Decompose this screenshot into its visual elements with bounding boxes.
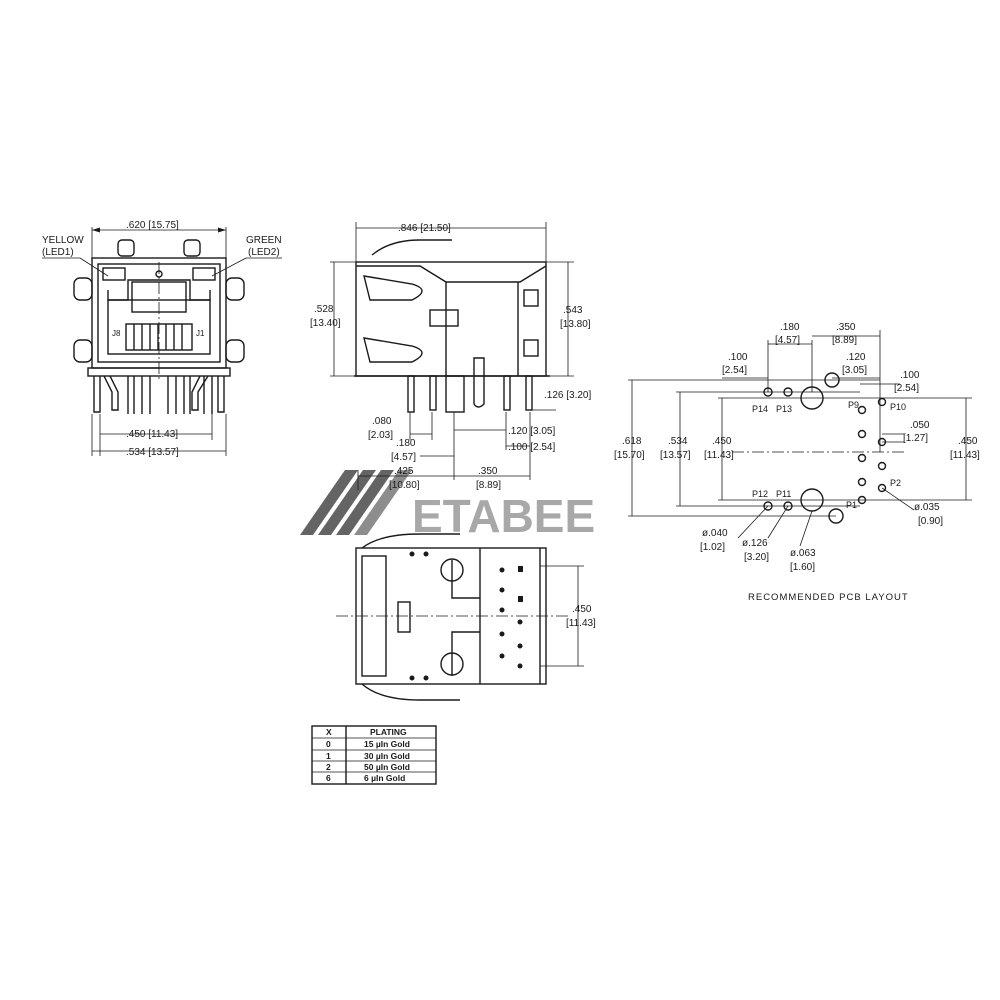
- front-view: .620 [15.75] YELLOW (LED1) GREEN (LED2): [42, 220, 282, 458]
- pcb-dia126-in: ø.126: [742, 538, 768, 549]
- side-height-left-mm: [13.40]: [310, 318, 341, 329]
- table-cell: 15 µIn Gold: [364, 739, 410, 749]
- side-dim-180-in: .180: [396, 438, 416, 449]
- side-dim-180-mm: [4.57]: [391, 452, 416, 463]
- side-dim-425-mm: [10.80]: [389, 480, 420, 491]
- pcb-dia035-mm: [0.90]: [918, 516, 943, 527]
- pcb-d350-mm: [8.89]: [832, 335, 857, 346]
- yellow-label: YELLOW: [42, 235, 84, 246]
- plating-table: X PLATING 0 15 µIn Gold 1 30 µIn Gold 2 …: [311, 725, 437, 785]
- front-legs: [93, 375, 225, 414]
- j8-label: J8: [112, 329, 121, 338]
- pcb-holes: [763, 372, 887, 524]
- front-post-span-dim: .534 [13.57]: [126, 447, 179, 458]
- pcb-p13-label: P13: [776, 404, 792, 414]
- side-view: .846 [21.50] .528 [13.40] .543 [13.80]: [310, 222, 591, 491]
- pcb-dia063-in: ø.063: [790, 548, 816, 559]
- table-cell: 50 µIn Gold: [364, 762, 410, 772]
- logo-stripes: [300, 470, 412, 535]
- pcb-dia040-mm: [1.02]: [700, 542, 725, 553]
- table-cell: 2: [326, 762, 331, 772]
- table-header-plating: PLATING: [370, 727, 407, 737]
- pcb-p11-label: P11: [776, 489, 791, 499]
- pcb-d534-in: .534: [668, 436, 688, 447]
- pcb-d450l-mm: [11.43]: [704, 450, 734, 461]
- pcb-dia040-in: ø.040: [702, 528, 728, 539]
- pcb-d450r-mm: [11.43]: [950, 450, 980, 461]
- table-cell: 0: [326, 739, 331, 749]
- side-dim-100: .100 [2.54]: [508, 442, 555, 453]
- bottom-width-mm: [11.43]: [566, 618, 596, 629]
- front-contacts: [125, 323, 193, 351]
- pcb-layout-title: RECOMMENDED PCB LAYOUT: [748, 592, 909, 603]
- pcb-d450l-in: .450: [712, 436, 732, 447]
- pcb-dia063-mm: [1.60]: [790, 562, 815, 573]
- side-dim-425-in: .425: [394, 466, 414, 477]
- bottom-holes: [409, 551, 523, 681]
- table-cell: 1: [326, 751, 331, 761]
- pcb-d618-in: .618: [622, 436, 642, 447]
- green-label: GREEN: [246, 235, 282, 246]
- side-length-dim: .846 [21.50]: [398, 223, 451, 234]
- pcb-p12-label: P12: [752, 489, 768, 499]
- side-dim-080-in: .080: [372, 416, 392, 427]
- pcb-p1-label: P1: [846, 500, 857, 510]
- table-cell: 6: [326, 773, 331, 783]
- pcb-d050-mm: [1.27]: [903, 433, 928, 444]
- table-cell: 6 µIn Gold: [364, 773, 405, 783]
- side-height-right-in: .543: [563, 305, 583, 316]
- j1-label: J1: [196, 329, 205, 338]
- side-dim-120: .120 [3.05]: [508, 426, 555, 437]
- side-dim-350-in: .350: [478, 466, 498, 477]
- front-width-dim: .620 [15.75]: [126, 220, 179, 231]
- yellow-led-label: (LED1): [42, 247, 74, 258]
- pcb-d180-mm: [4.57]: [775, 335, 800, 346]
- side-height-left-in: .528: [314, 304, 334, 315]
- table-cell: 30 µIn Gold: [364, 751, 410, 761]
- pcb-d100a-in: .100: [728, 352, 748, 363]
- front-pin-span-dim: .450 [11.43]: [126, 429, 178, 440]
- pcb-d180-in: .180: [780, 322, 800, 333]
- table-header-x: X: [326, 727, 332, 737]
- pcb-layout: .180 [4.57] .350 [8.89] .100 [2.54] .120…: [614, 322, 980, 603]
- pcb-d120-in: .120: [846, 352, 866, 363]
- pcb-p10-label: P10: [890, 402, 906, 412]
- pcb-dia035-in: ø.035: [914, 502, 940, 513]
- pcb-d120-mm: [3.05]: [842, 365, 867, 376]
- green-led-label: (LED2): [248, 247, 280, 258]
- pcb-d100a-mm: [2.54]: [722, 365, 747, 376]
- pcb-p2-label: P2: [890, 478, 901, 488]
- pcb-d534-mm: [13.57]: [660, 450, 691, 461]
- pcb-dia126-mm: [3.20]: [744, 552, 769, 563]
- side-height-right-mm: [13.80]: [560, 319, 591, 330]
- pcb-d350-in: .350: [836, 322, 856, 333]
- side-pin-length-dim: .126 [3.20]: [544, 390, 591, 401]
- pcb-p9-label: P9: [848, 400, 859, 410]
- pcb-p14-label: P14: [752, 404, 768, 414]
- bottom-width-in: .450: [572, 604, 592, 615]
- pcb-d100b-in: .100: [900, 370, 920, 381]
- side-dim-080-mm: [2.03]: [368, 430, 393, 441]
- pcb-d100b-mm: [2.54]: [894, 383, 919, 394]
- pcb-d050-in: .050: [910, 420, 930, 431]
- bottom-view: .450 [11.43]: [336, 533, 596, 701]
- pcb-d450r-in: .450: [958, 436, 978, 447]
- watermark-logo: ETABEE: [300, 470, 595, 542]
- side-dim-350-mm: [8.89]: [476, 480, 501, 491]
- pcb-d618-mm: [15.70]: [614, 450, 645, 461]
